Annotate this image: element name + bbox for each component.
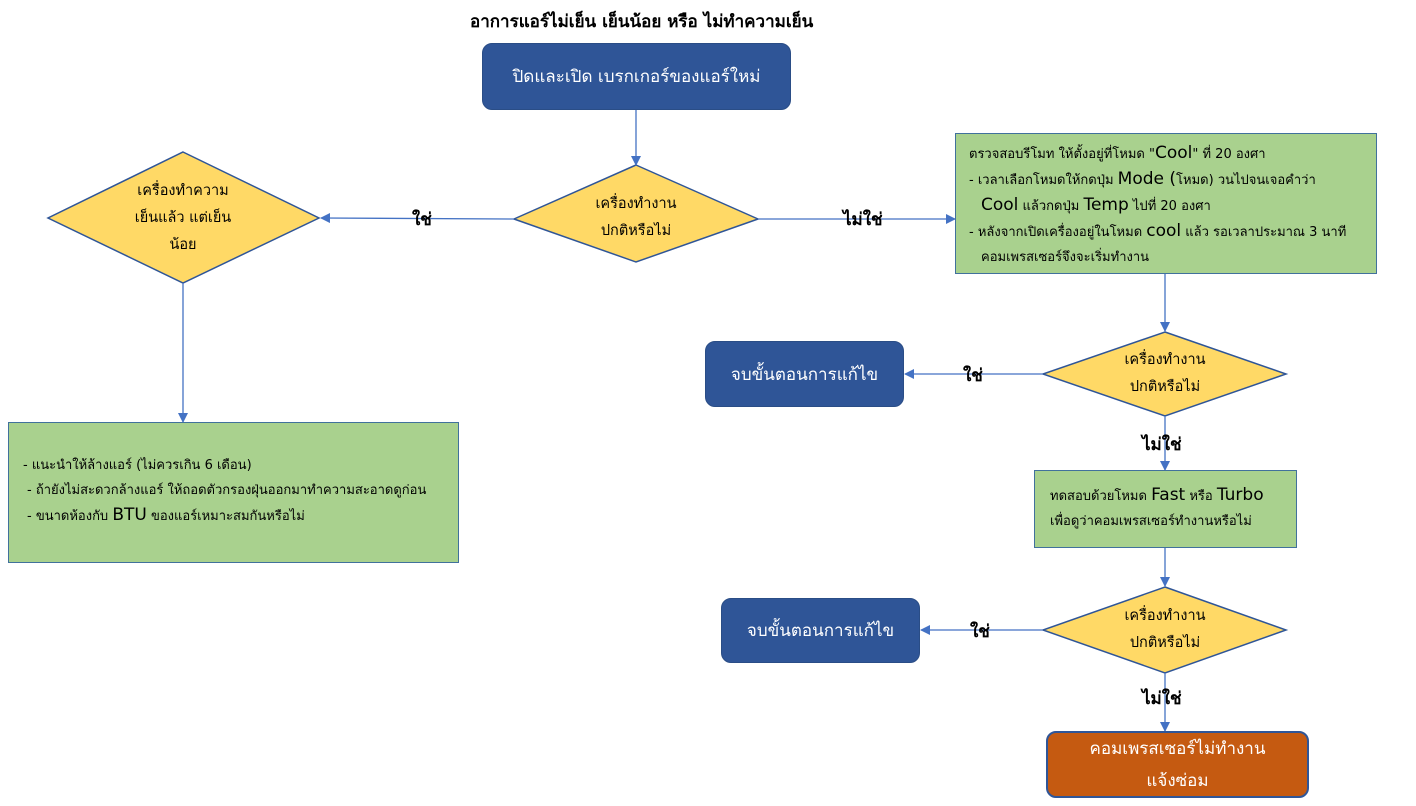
clean-line-1: - แนะนำให้ล้างแอร์ (ไม่ควรเกิน 6 เดือน)	[23, 458, 252, 473]
remote-line-4: - หลังจากเปิดเครื่องอยู่ในโหมด cool แล้ว…	[969, 221, 1347, 241]
remote-line-1: ตรวจสอบรีโมท ให้ตั้งอยู่ที่โหมด "Cool" ท…	[969, 143, 1266, 163]
end-box-1-text: จบขั้นตอนการแก้ไข	[730, 364, 879, 385]
label-no-1: ไม่ใช่	[843, 210, 883, 230]
connector-decision-1-to-left	[320, 213, 515, 224]
decision-left-line-3: น้อย	[169, 236, 197, 253]
final-line-2: แจ้งซ่อม	[1146, 770, 1209, 791]
remote-line-2: - เวลาเลือกโหมดให้กดปุ่ม Mode (โหมด) วนไ…	[969, 169, 1316, 189]
decision-2-line-2: ปกติหรือไม่	[1129, 379, 1201, 395]
label-yes-3: ใช่	[970, 622, 990, 642]
decision-left-line-1: เครื่องทำความ	[137, 182, 229, 199]
decision-left-text: เครื่องทำความ เย็นแล้ว แต่เย็น น้อย	[98, 175, 268, 261]
label-no-3: ไม่ใช่	[1142, 689, 1182, 709]
decision-3-line-1: เครื่องทำงาน	[1124, 608, 1206, 624]
clean-advice-box: - แนะนำให้ล้างแอร์ (ไม่ควรเกิน 6 เดือน) …	[8, 422, 459, 563]
decision-3-line-2: ปกติหรือไม่	[1129, 635, 1201, 651]
turbo-test-box: ทดสอบด้วยโหมด Fast หรือ Turbo เพื่อดูว่า…	[1034, 470, 1297, 548]
final-line-1: คอมเพรสเซอร์ไม่ทำงาน	[1089, 738, 1266, 759]
remote-line-5: คอมเพรสเซอร์จึงจะเริ่มทำงาน	[981, 250, 1150, 265]
decision-3-text: เครื่องทำงาน ปกติหรือไม่	[1090, 600, 1240, 660]
label-yes-1: ใช่	[412, 210, 432, 230]
turbo-line-2: เพื่อดูว่าคอมเพรสเซอร์ทำงานหรือไม่	[1050, 514, 1252, 529]
end-box-1: จบขั้นตอนการแก้ไข	[705, 341, 904, 407]
decision-diamond-1	[511, 164, 761, 263]
remote-check-box: ตรวจสอบรีโมท ให้ตั้งอยู่ที่โหมด "Cool" ท…	[955, 133, 1377, 274]
label-no-2: ไม่ใช่	[1142, 435, 1182, 455]
decision-2-line-1: เครื่องทำงาน	[1124, 352, 1206, 368]
final-repair-box: คอมเพรสเซอร์ไม่ทำงาน แจ้งซ่อม	[1046, 731, 1309, 798]
remote-line-3: Cool แล้วกดปุ่ม Temp ไปที่ 20 องศา	[981, 195, 1211, 215]
end-box-2-text: จบขั้นตอนการแก้ไข	[746, 621, 895, 641]
clean-line-2: - ถ้ายังไม่สะดวกล้างแอร์ ให้ถอดตัวกรองฝุ…	[27, 483, 427, 498]
decision-1-line-1: เครื่องทำงาน	[595, 196, 677, 212]
decision-2-text: เครื่องทำงาน ปกติหรือไม่	[1090, 344, 1240, 404]
diagram-title: อาการแอร์ไม่เย็น เย็นน้อย หรือ ไม่ทำความ…	[470, 12, 814, 32]
start-box: ปิดและเปิด เบรกเกอร์ของแอร์ใหม่	[482, 43, 791, 110]
clean-line-3: - ขนาดห้องกับ BTU ของแอร์เหมาะสมกันหรือไ…	[27, 505, 305, 525]
decision-left-line-2: เย็นแล้ว แต่เย็น	[134, 209, 232, 226]
start-box-text: ปิดและเปิด เบรกเกอร์ของแอร์ใหม่	[512, 67, 761, 87]
decision-1-text: เครื่องทำงาน ปกติหรือไม่	[560, 188, 712, 248]
end-box-2: จบขั้นตอนการแก้ไข	[721, 598, 920, 663]
turbo-line-1: ทดสอบด้วยโหมด Fast หรือ Turbo	[1050, 485, 1264, 505]
label-yes-2: ใช่	[963, 366, 983, 386]
decision-1-line-2: ปกติหรือไม่	[600, 223, 672, 239]
